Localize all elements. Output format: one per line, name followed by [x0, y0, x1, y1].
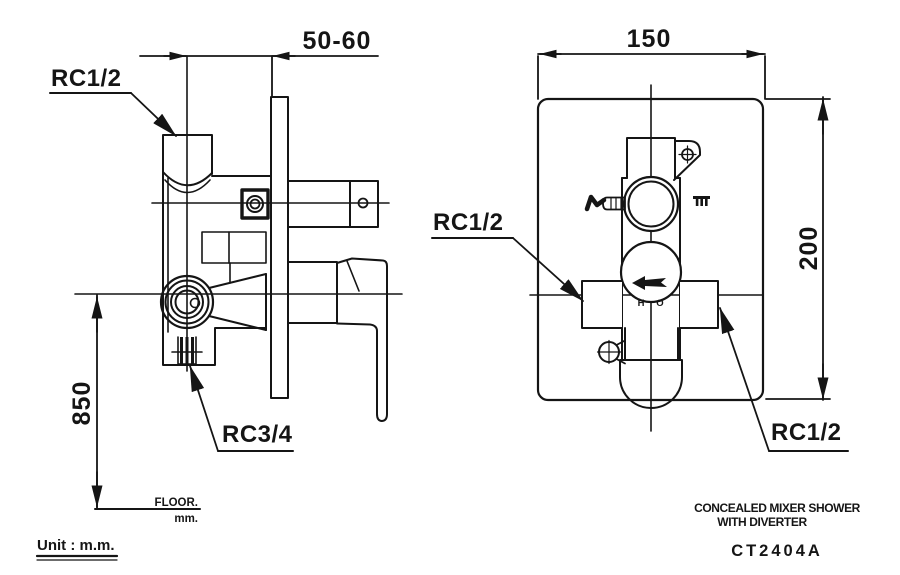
lever-detail-line: [346, 260, 360, 292]
dim-height-value: 200: [795, 226, 823, 271]
title-block: CONCEALED MIXER SHOWER WITH DIVERTER CT2…: [694, 501, 861, 560]
top-housing: [626, 137, 676, 179]
right-wing: [679, 280, 719, 329]
stop-valve-screw-outer: [246, 195, 264, 213]
dimension-wall-depth: 50-60: [139, 27, 379, 98]
temp-stop-cross: [596, 339, 622, 365]
extension-lines: [765, 98, 831, 400]
label-right-inlet-rc12: RC1/2: [719, 307, 849, 452]
cartridge-circle-3: [170, 285, 204, 319]
side-view: 50-60 RC1/2: [49, 27, 403, 525]
lower-column-sides: [624, 327, 679, 361]
dimension-plate-width: 150: [537, 25, 766, 100]
pipe-hole: [357, 197, 369, 209]
diverter-knob: [584, 175, 710, 233]
diverter-outer-circle: [622, 175, 680, 233]
top-outlet-pipe: [287, 180, 379, 228]
cone-upper-line: [208, 273, 267, 289]
cartridge-box: [201, 231, 267, 264]
left-wing: [581, 280, 623, 329]
cone-lower-line: [208, 315, 267, 331]
elbow-arc: [162, 171, 213, 187]
dimension-floor-height: 850: [68, 294, 103, 509]
dimension-plate-height: 200: [765, 96, 831, 401]
floor-unit: mm.: [174, 513, 198, 525]
leader-arrow: [719, 307, 770, 452]
outlet-label-text: RC3/4: [222, 421, 293, 448]
floor-label: FLOOR.: [155, 497, 198, 509]
unit-note: Unit : m.m.: [35, 537, 119, 561]
direction-arrow-icon: [632, 276, 667, 290]
pipe-outline: [162, 134, 213, 175]
leader-arrow: [189, 365, 219, 452]
product-model: CT2404A: [731, 542, 823, 560]
valve-body-side: [162, 171, 272, 366]
unit-note-text: Unit : m.m.: [37, 537, 115, 554]
thread-bar: [191, 337, 194, 364]
wall-plate-side: [270, 96, 289, 399]
cover-plate: [536, 97, 765, 402]
stop-valve-boss: [240, 188, 270, 220]
pipe-outline: [287, 180, 379, 228]
leader-arrow: [512, 237, 584, 302]
thread-bar: [185, 337, 189, 364]
left-inlet-label-text: RC1/2: [433, 209, 504, 236]
mixer-handle-front: H O: [581, 240, 719, 409]
handle-hub-circle: [619, 240, 683, 304]
body-outline: [162, 171, 267, 366]
dim-floor-height-value: 850: [68, 381, 96, 426]
cartridge-circle-4: [174, 289, 200, 315]
cartridge-detail-circle: [189, 297, 201, 309]
mixer-cartridge-side: [159, 273, 267, 331]
label-outlet-rc34: RC3/4: [189, 365, 294, 452]
front-view: 150 200: [431, 25, 849, 452]
outlet-stub-rc34: [171, 336, 203, 365]
mount-flag: [673, 140, 701, 181]
label-inlet-rc12: RC1/2: [49, 65, 177, 137]
floor-reference: FLOOR. mm.: [94, 497, 201, 525]
stop-valve-screw-inner: [249, 198, 261, 210]
temp-stop-wedge: [615, 339, 626, 365]
diverter-inner-circle: [627, 180, 675, 228]
thread-bar: [180, 337, 183, 364]
extension-lines: [537, 55, 766, 100]
cartridge-circle-2: [164, 279, 210, 325]
lever-outline: [336, 257, 388, 422]
stem-ribs: [610, 196, 622, 211]
hot-marker: H: [638, 298, 645, 309]
leader-arrow: [130, 92, 177, 137]
handle-side: [287, 257, 388, 422]
mount-screw-cross: [678, 145, 697, 164]
dim-wall-depth-value: 50-60: [303, 27, 372, 55]
label-left-inlet-rc12: RC1/2: [431, 209, 584, 302]
inlet-label-text: RC1/2: [51, 65, 122, 92]
dim-width-value: 150: [627, 25, 672, 53]
product-title-line2: WITH DIVERTER: [717, 515, 807, 529]
product-title-line1: CONCEALED MIXER SHOWER: [694, 501, 861, 515]
right-inlet-label-text: RC1/2: [771, 419, 842, 446]
plate-outline: [270, 96, 289, 399]
cartridge-circle-1: [159, 274, 215, 330]
thread-symbol-icon: [693, 196, 710, 206]
escutcheon-outline: [287, 261, 338, 324]
cold-marker: O: [656, 298, 663, 309]
diverter-pull-hook: [584, 194, 607, 212]
lever-capsule: [619, 359, 683, 409]
